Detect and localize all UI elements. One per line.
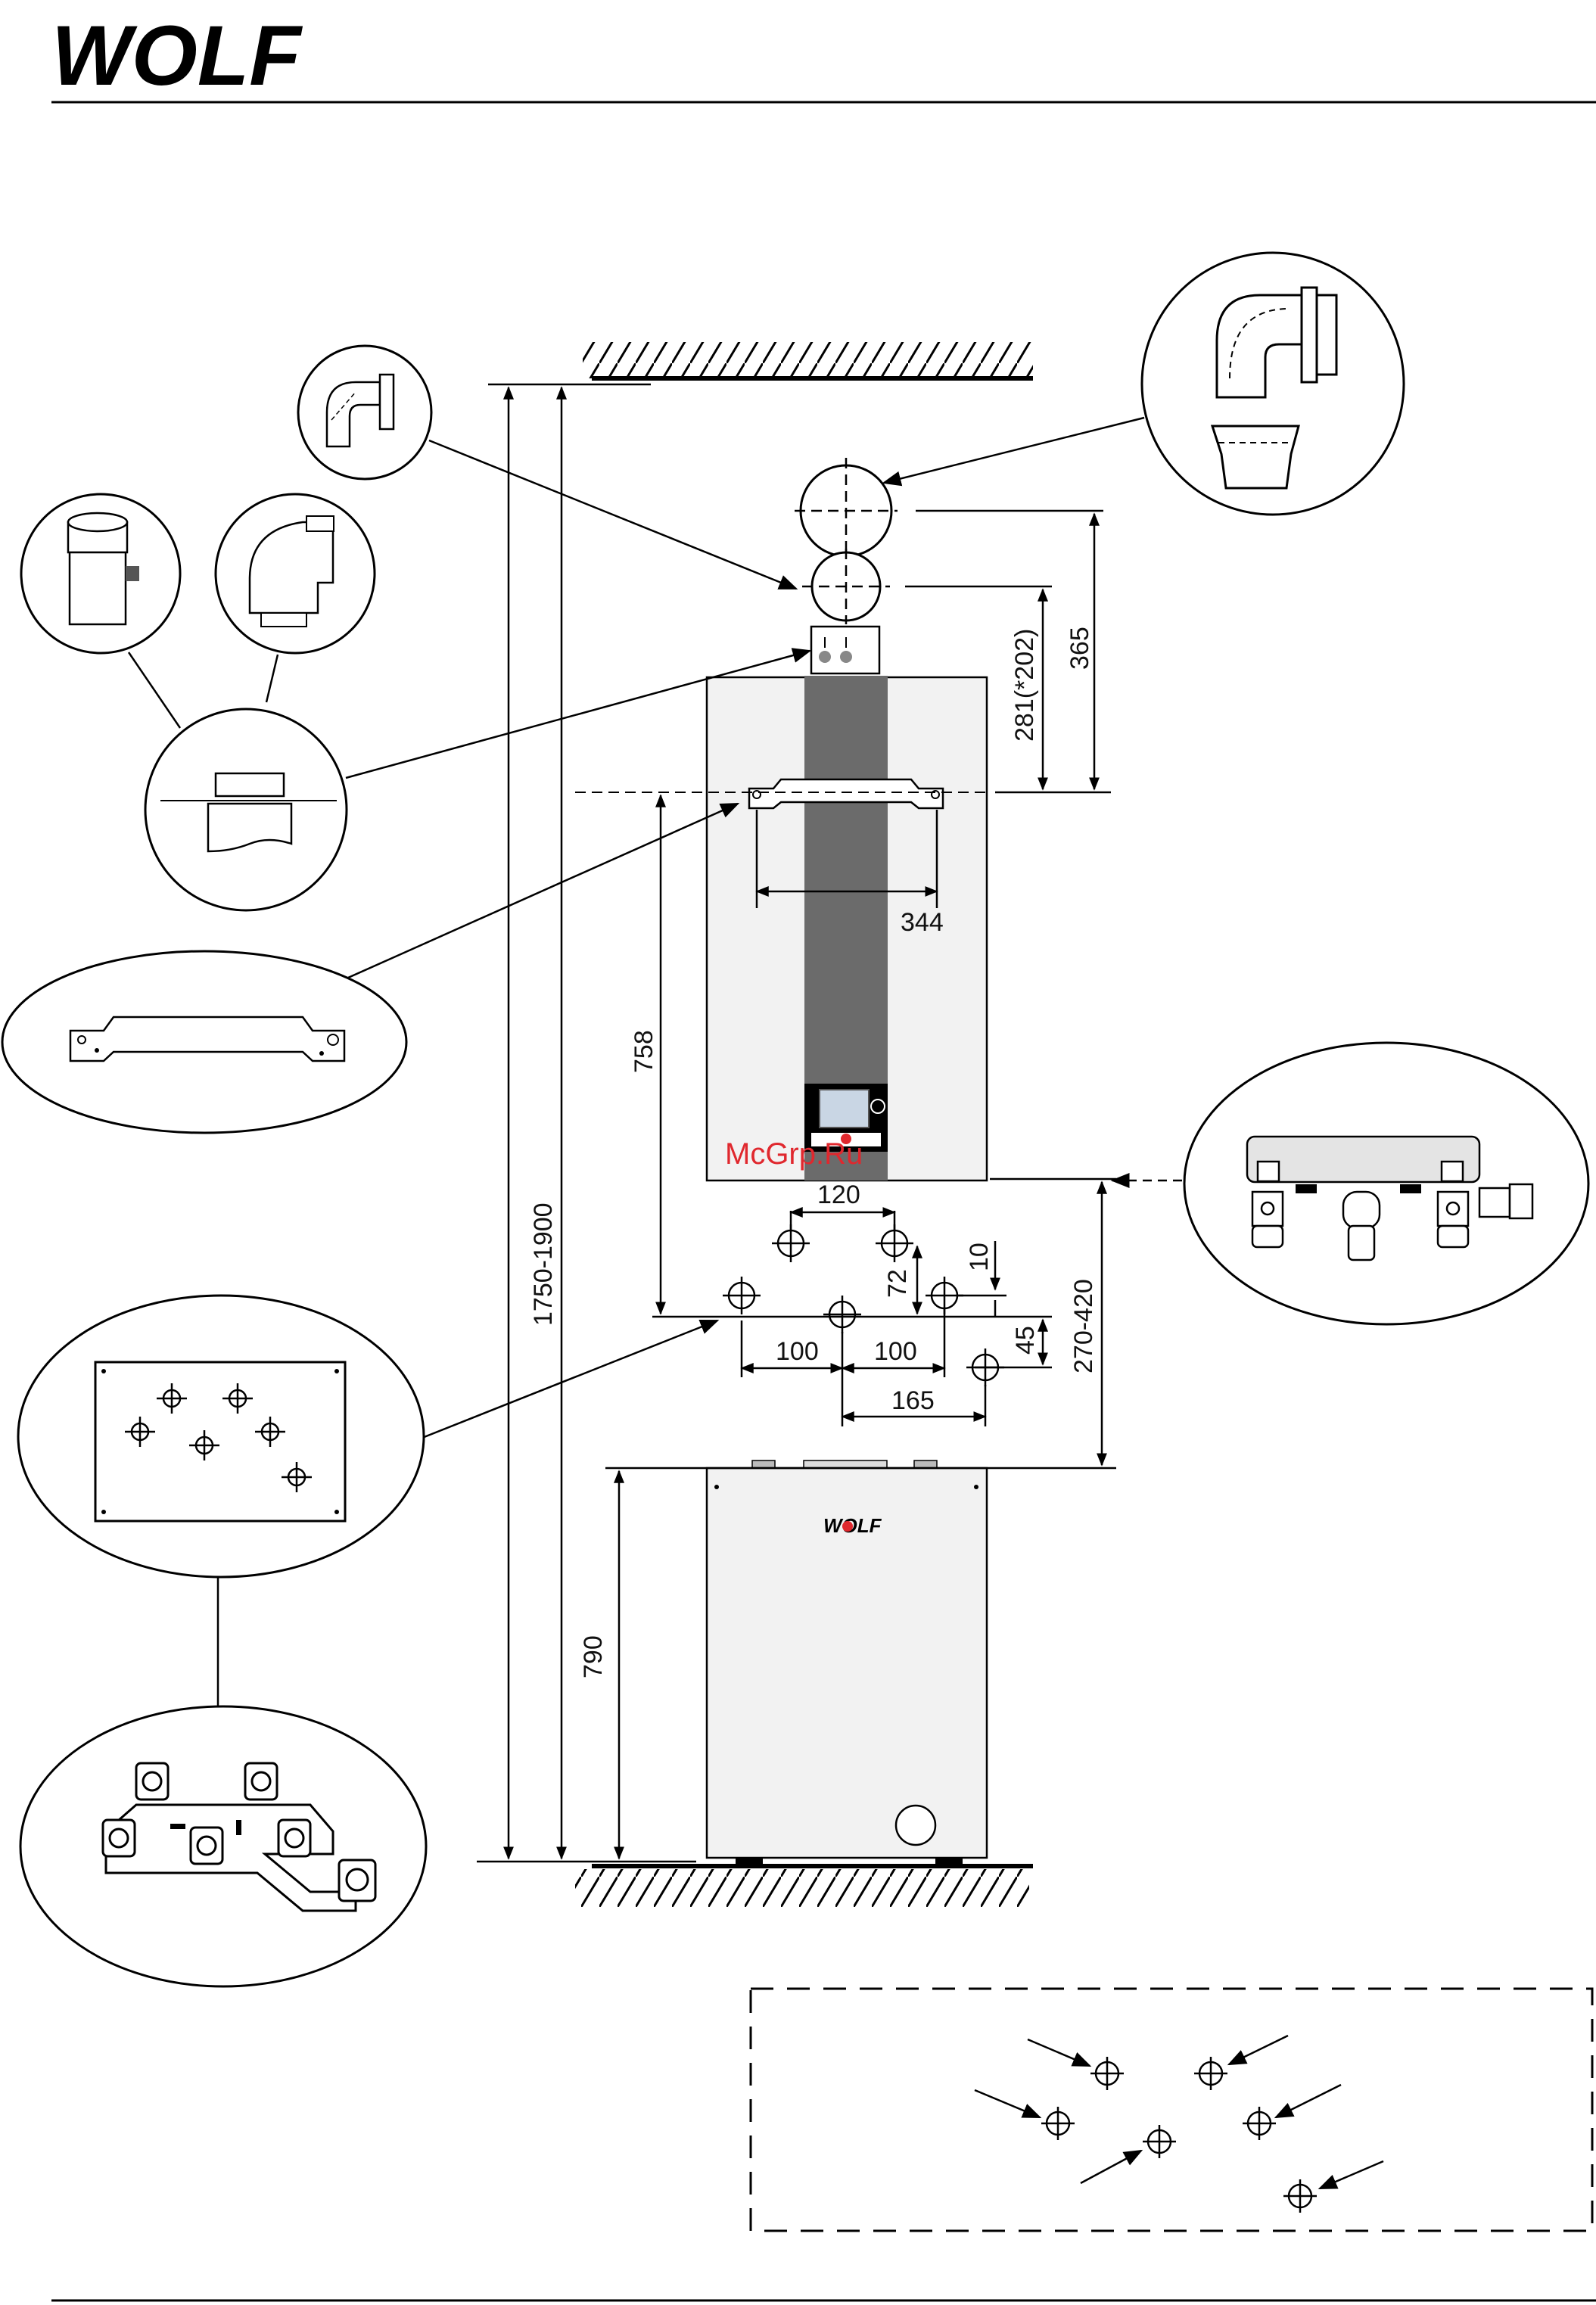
- dim-wall-to-bracket: 281(*202): [1010, 629, 1039, 742]
- dim-pipe-offset-45: 45: [1011, 1326, 1040, 1355]
- callout-angled-adapter: [216, 494, 375, 653]
- pipe-detail-box: [751, 1989, 1592, 2231]
- wolf-logo: WOLF: [51, 8, 303, 103]
- detail-pipe-marker: [1090, 2057, 1124, 2090]
- callout-elbow-small: [298, 346, 431, 479]
- callout-connection-rail: [20, 1706, 426, 1986]
- detail-pipe-marker: [1143, 2125, 1176, 2158]
- cylinder-inspection-port: [896, 1806, 935, 1845]
- flue-duct-lower: [802, 549, 890, 624]
- ceiling-hatch: [583, 342, 1033, 378]
- callout-template-plate: [18, 1296, 424, 1577]
- dim-pipe-offset-10: 10: [965, 1243, 994, 1271]
- callout-flue-base: [145, 709, 347, 910]
- dim-cylinder-height: 790: [579, 1635, 608, 1678]
- flue-connector: [811, 627, 879, 673]
- dim-gap-to-cylinder: 270-420: [1069, 1279, 1098, 1373]
- pipe-marker: [823, 1296, 861, 1333]
- detail-pipe-marker: [1194, 2057, 1227, 2090]
- detail-pipe-marker: [1041, 2107, 1075, 2140]
- callout-bracket: [2, 951, 406, 1133]
- watermark: McGrp.Ru: [725, 1137, 863, 1171]
- detail-pipe-marker: [1243, 2107, 1276, 2140]
- dim-pipe-offset-72: 72: [883, 1269, 912, 1298]
- leader-elbow-large: [884, 418, 1144, 483]
- pipe-marker: [772, 1224, 810, 1262]
- dim-pipe-spacing-left: 100: [776, 1337, 819, 1366]
- dim-pipe-spacing-right: 100: [874, 1337, 917, 1366]
- dim-bracket-to-pipes: 758: [630, 1030, 658, 1073]
- cylinder-logo: WOLF: [823, 1514, 882, 1537]
- pipe-marker: [723, 1277, 761, 1314]
- dim-bracket-to-duct: 365: [1066, 627, 1094, 670]
- pipe-connection-markers: [723, 1224, 1004, 1386]
- leader-elbow-small: [429, 440, 796, 589]
- svg-text:WOLF: WOLF: [51, 8, 303, 103]
- leader-bracket: [348, 804, 738, 978]
- callout-valves: [1184, 1043, 1588, 1324]
- callout-elbow-large: [1142, 253, 1404, 515]
- pipe-marker: [876, 1224, 913, 1262]
- dim-pipe-spacing-top: 120: [817, 1180, 860, 1209]
- boiler-unit: [707, 676, 987, 1180]
- dim-pipe-spacing-165: 165: [891, 1386, 935, 1415]
- floor-hatch: [575, 1866, 1033, 1907]
- dim-bracket-width: 344: [901, 908, 944, 937]
- flue-duct-upper: [795, 458, 898, 564]
- boiler-display: [820, 1090, 869, 1128]
- callout-flue-adapter: [21, 494, 180, 653]
- dim-total-height: 1750-1900: [529, 1202, 558, 1326]
- detail-pipe-marker: [1283, 2179, 1317, 2213]
- leader-template: [422, 1320, 717, 1438]
